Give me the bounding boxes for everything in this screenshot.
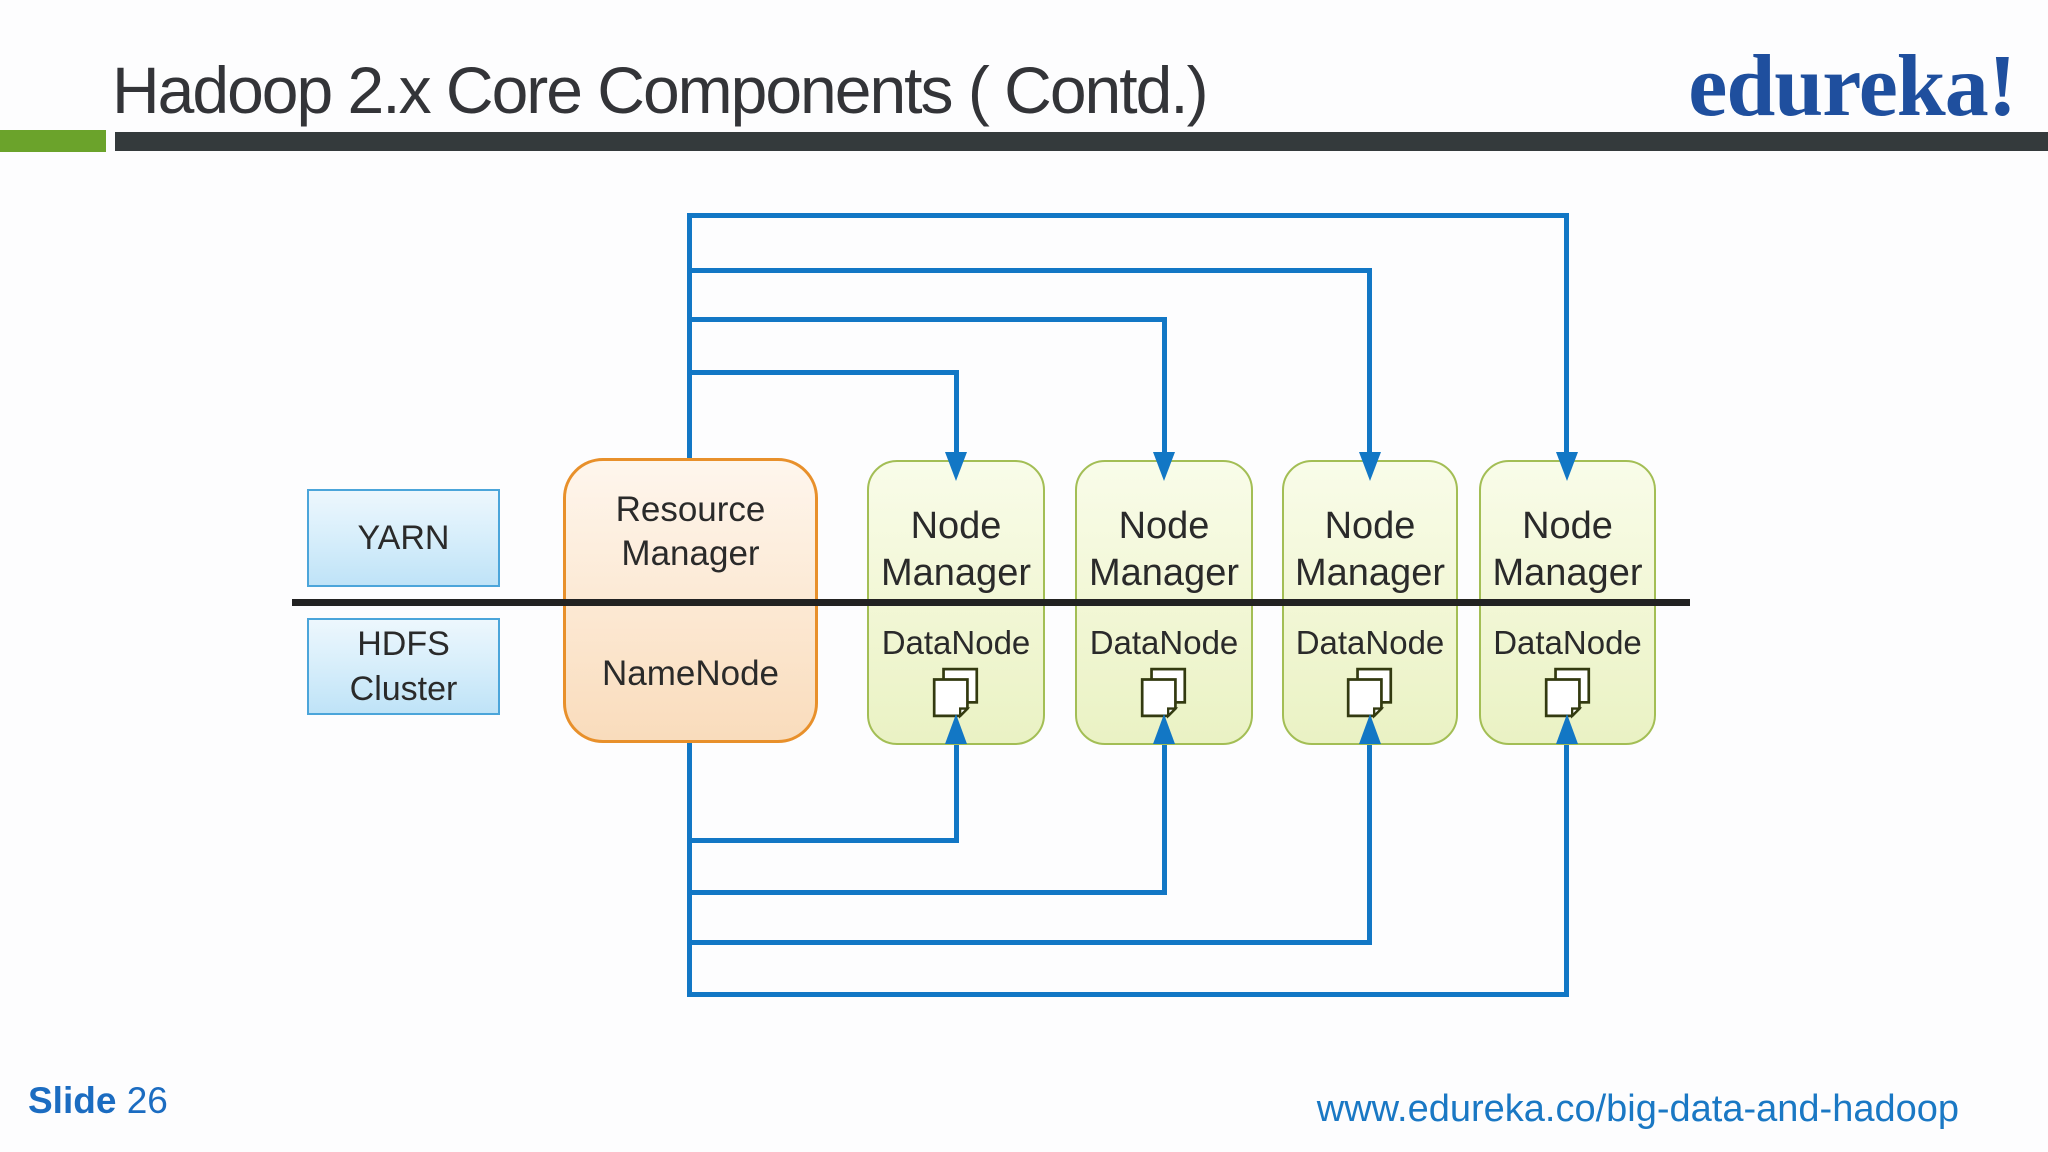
connector-top-trunk <box>687 213 692 458</box>
connector-top-branch-4 <box>687 213 1569 218</box>
connector-top-drop-2 <box>1162 317 1167 455</box>
datanode-label: DataNode <box>1089 624 1239 661</box>
resource-manager-label: Resource Manager <box>615 489 766 573</box>
up-arrowhead-3 <box>1359 714 1381 744</box>
connector-bottom-branch-3 <box>687 940 1372 945</box>
connector-top-branch-1 <box>687 370 959 375</box>
up-arrowhead-1 <box>945 714 967 744</box>
connector-bottom-branch-2 <box>687 890 1167 895</box>
connector-top-drop-4 <box>1564 213 1569 455</box>
node-manager-section: Node Manager <box>1481 462 1654 602</box>
node-manager-section: Node Manager <box>869 462 1043 602</box>
connector-bottom-branch-1 <box>687 838 959 843</box>
datanode-label: DataNode <box>1295 624 1445 661</box>
stacked-documents-icon <box>1346 667 1393 719</box>
node-manager-section: Node Manager <box>1284 462 1456 602</box>
namenode-label: NameNode <box>601 654 780 693</box>
node-manager-label: Node Manager <box>1089 505 1239 594</box>
up-arrowhead-2 <box>1153 714 1175 744</box>
node-manager-section: Node Manager <box>1077 462 1251 602</box>
hdfs-cluster-label: HDFS Cluster <box>349 625 458 708</box>
connector-bottom-rise-2 <box>1162 745 1167 893</box>
connector-top-branch-3 <box>687 268 1372 273</box>
datanode-label: DataNode <box>881 624 1031 661</box>
connector-bottom-branch-4 <box>687 992 1569 997</box>
green-accent-bar <box>0 130 106 152</box>
slide-number: Slide 26 <box>28 1080 168 1122</box>
slide-number-label: Slide <box>28 1080 117 1121</box>
yarn-label-box: YARN <box>307 489 500 587</box>
down-arrowhead-4 <box>1556 452 1578 481</box>
namenode-section: NameNode <box>566 602 815 746</box>
connector-bottom-trunk <box>687 743 692 997</box>
node-manager-label: Node Manager <box>1492 505 1643 594</box>
up-arrowhead-4 <box>1556 714 1578 744</box>
hdfs-cluster-label-box: HDFS Cluster <box>307 618 500 715</box>
down-arrowhead-2 <box>1153 452 1175 481</box>
header-divider-bar <box>115 132 2048 151</box>
stacked-documents-icon <box>1140 667 1187 719</box>
connector-bottom-rise-3 <box>1367 745 1372 943</box>
stacked-documents-icon <box>932 667 979 719</box>
connector-bottom-rise-4 <box>1564 745 1569 995</box>
down-arrowhead-1 <box>945 452 967 481</box>
yarn-hdfs-divider-line <box>292 599 1690 606</box>
yarn-label: YARN <box>357 518 450 557</box>
down-arrowhead-3 <box>1359 452 1381 481</box>
stacked-documents-icon <box>1544 667 1590 719</box>
footer-url-link[interactable]: www.edureka.co/big-data-and-hadoop <box>1316 1088 1959 1130</box>
connector-top-drop-1 <box>954 370 959 455</box>
connector-bottom-rise-1 <box>954 745 959 841</box>
connector-top-drop-3 <box>1367 268 1372 455</box>
edureka-logo: edureka! <box>1688 38 2017 135</box>
node-manager-label: Node Manager <box>1295 505 1445 594</box>
resource-manager-section: Resource Manager <box>566 461 815 602</box>
node-manager-label: Node Manager <box>881 505 1031 594</box>
connector-top-branch-2 <box>687 317 1167 322</box>
slide-number-value: 26 <box>126 1080 168 1121</box>
page-title: Hadoop 2.x Core Components ( Contd.) <box>112 53 1209 127</box>
datanode-label: DataNode <box>1493 624 1642 661</box>
